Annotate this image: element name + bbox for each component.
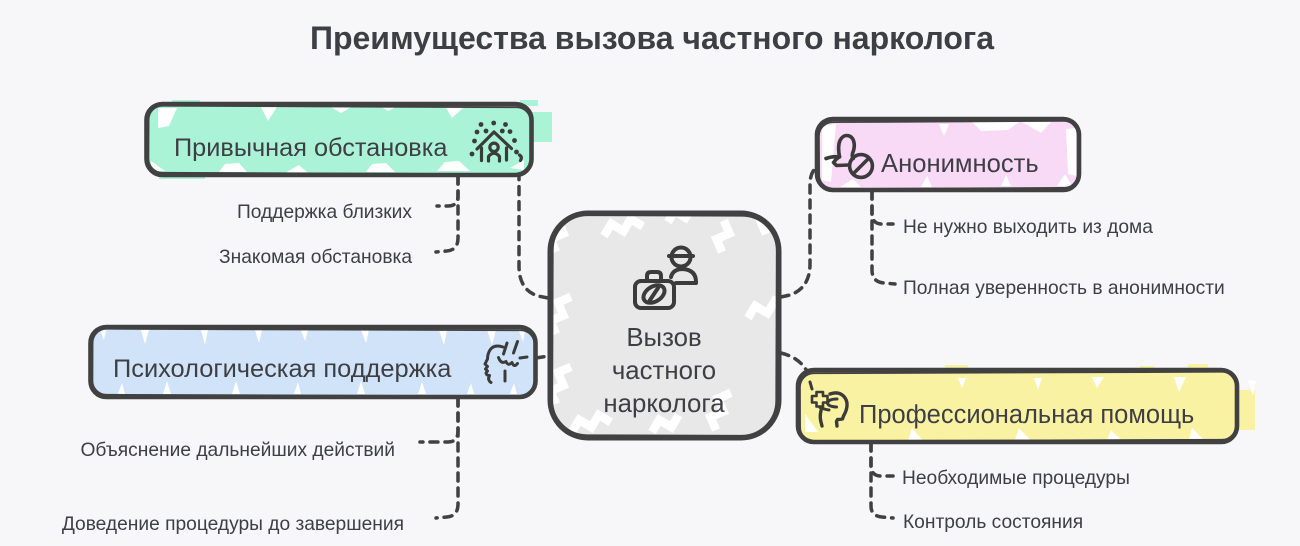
svg-text:Профессиональная помощь: Профессиональная помощь [859,401,1194,429]
svg-text:Не нужно выходить из дома: Не нужно выходить из дома [903,217,1153,238]
svg-text:Анонимность: Анонимность [881,150,1039,178]
svg-text:нарколога: нарколога [603,390,725,418]
svg-text:Привычная обстановка: Привычная обстановка [174,134,448,162]
svg-text:Психологическая поддержка: Психологическая поддержка [113,355,452,383]
svg-text:Необходимые процедуры: Необходимые процедуры [902,468,1130,489]
svg-text:Объяснение дальнейших действий: Объяснение дальнейших действий [80,440,395,461]
svg-text:частного: частного [612,357,716,385]
svg-text:Доведение процедуры до заверше: Доведение процедуры до завершения [62,514,404,535]
svg-text:Полная уверенность в анонимнос: Полная уверенность в анонимности [903,278,1225,299]
svg-text:Контроль состояния: Контроль состояния [903,512,1083,533]
svg-text:Преимущества вызова частного н: Преимущества вызова частного нарколога [310,20,994,56]
svg-text:Поддержка близких: Поддержка близких [237,202,412,223]
svg-text:Вызов: Вызов [626,324,701,352]
svg-text:Знакомая обстановка: Знакомая обстановка [219,247,412,268]
